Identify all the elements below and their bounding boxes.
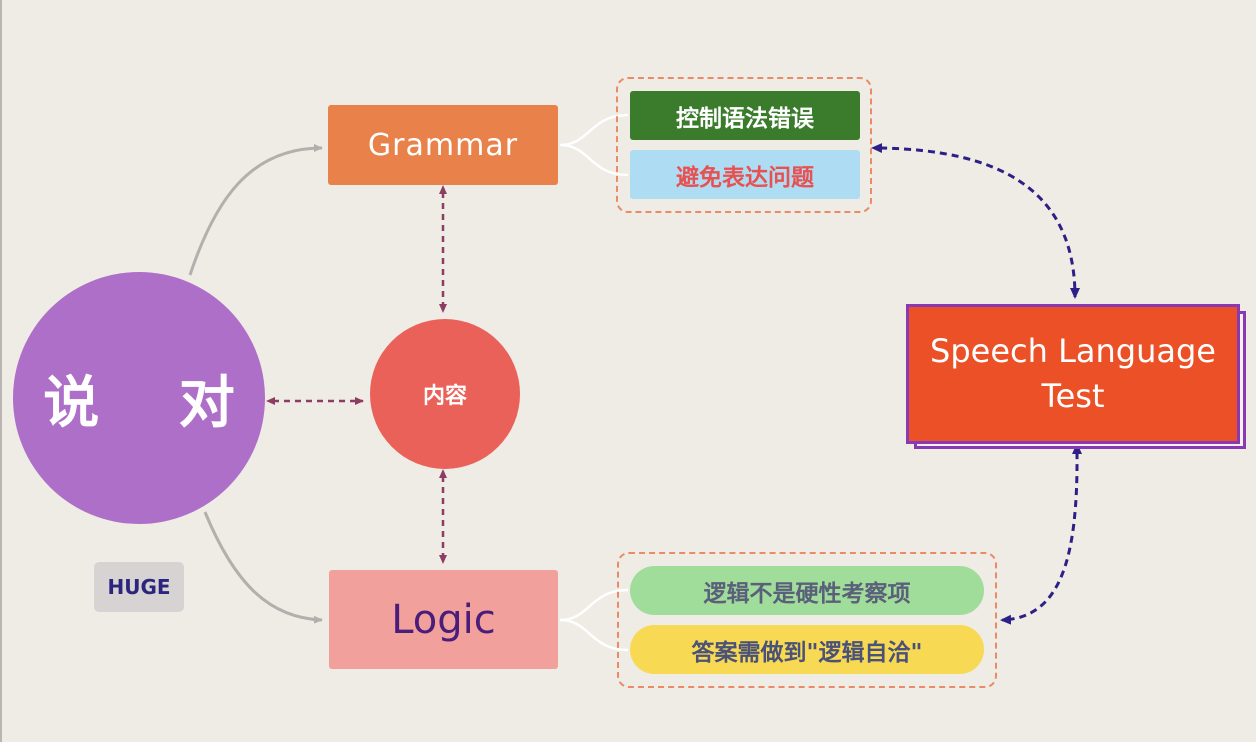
- grammar-title: Grammar: [367, 127, 519, 163]
- logic-point-1: 逻辑不是硬性考察项: [630, 566, 984, 615]
- logic-point-1-label: 逻辑不是硬性考察项: [703, 580, 911, 607]
- main-circle: 说 对: [13, 272, 265, 524]
- grammar-points-frame: [616, 77, 872, 213]
- main-circle-label: 说 对: [43, 370, 265, 436]
- logic-title: Logic: [391, 596, 496, 643]
- grammar-point-2: 避免表达问题: [630, 150, 860, 199]
- test-box-label: Speech Language Test: [930, 332, 1216, 415]
- content-circle-label: 内容: [422, 384, 467, 409]
- logic-box: Logic: [329, 570, 558, 669]
- left-edge-rule: [0, 0, 2, 742]
- logic-point-2: 答案需做到"逻辑自洽": [630, 625, 984, 674]
- content-circle: 内容: [370, 319, 520, 469]
- connector-main-to-logic: [203, 511, 323, 624]
- speech-language-test-box: Speech Language Test: [906, 304, 1240, 444]
- logic-point-2-label: 答案需做到"逻辑自洽": [691, 639, 923, 666]
- huge-badge-label: HUGE: [107, 575, 171, 599]
- arrow-test-logic: [1000, 443, 1083, 625]
- huge-badge: HUGE: [94, 562, 184, 612]
- grammar-point-1-label: 控制语法错误: [676, 105, 814, 132]
- grammar-box: Grammar: [328, 105, 558, 185]
- grammar-point-2-label: 避免表达问题: [676, 164, 814, 191]
- grammar-point-1: 控制语法错误: [630, 91, 860, 140]
- arrow-test-grammar: [871, 143, 1080, 299]
- connector-main-to-grammar: [188, 144, 323, 276]
- logic-points-frame: [617, 552, 997, 688]
